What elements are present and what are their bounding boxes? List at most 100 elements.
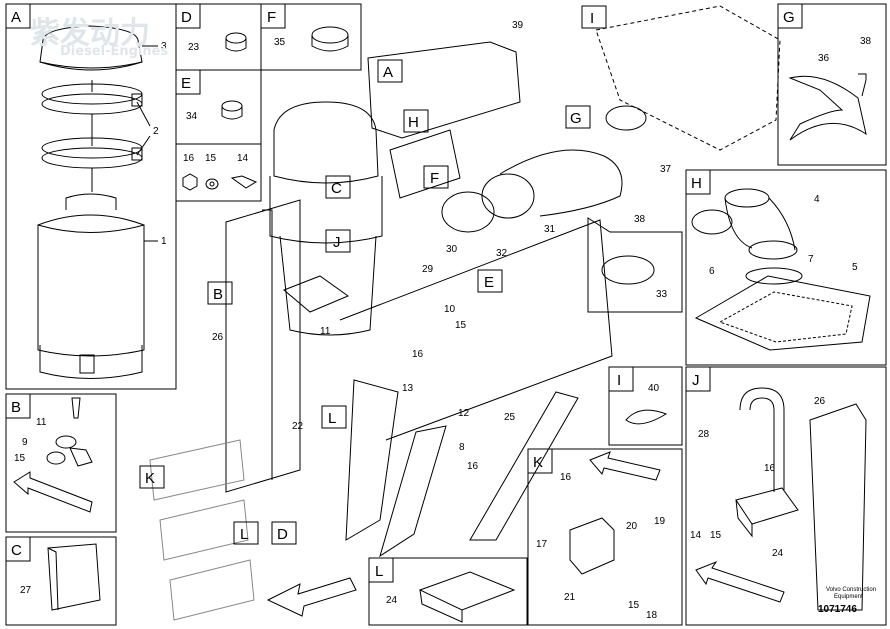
panel-j-label: J: [692, 372, 700, 389]
part-16-mid: 16: [467, 461, 479, 472]
part-20: 20: [626, 521, 638, 532]
panel-g-label: G: [783, 9, 795, 26]
callout-a: A: [383, 64, 393, 81]
arrow-main: [266, 577, 357, 617]
part-26-main: 26: [212, 332, 224, 343]
callout-k: K: [145, 470, 155, 487]
stamp-line1: Volvo Construction: [826, 587, 876, 593]
part-14-top: 14: [237, 153, 249, 164]
part-26-j: 26: [814, 396, 826, 407]
fastener-nut: [182, 173, 198, 191]
panel-h-tag: [685, 169, 711, 195]
part-3: 3: [161, 41, 167, 52]
callout-l2-box: [233, 521, 259, 545]
callout-f: F: [430, 170, 439, 187]
callout-c: C: [331, 180, 342, 197]
bolt-washer-set: [46, 397, 93, 467]
arrow-b: [13, 471, 93, 513]
air-pipe: [481, 105, 647, 219]
part-16-j: 16: [764, 463, 776, 474]
panel-i-tag: [608, 366, 634, 392]
part-5: 5: [852, 262, 858, 273]
panel-i-label: I: [617, 372, 621, 389]
callout-j-box: [325, 229, 351, 253]
callout-c-box: [325, 175, 351, 199]
clamp-32: [441, 191, 495, 233]
panel-d-label: D: [181, 9, 192, 26]
callout-d-box: [271, 521, 297, 545]
part-32: 32: [496, 248, 508, 259]
step-ladder: [149, 439, 255, 621]
support-frame: [367, 41, 521, 199]
bracket-k: [569, 517, 615, 575]
part-10: 10: [444, 304, 456, 315]
mesh-plate: [694, 275, 871, 351]
panel-h-frame: [685, 169, 887, 366]
part-2: 2: [153, 126, 159, 137]
part-28: 28: [698, 429, 710, 440]
panel-k-label: K: [533, 454, 543, 471]
part-16-top: 16: [183, 153, 195, 164]
stamp-line2: Equipment: [834, 594, 863, 600]
panel-a-tag: [5, 3, 31, 29]
panel-i-frame: [608, 366, 683, 446]
part-14-j: 14: [690, 530, 702, 541]
panel-a-label: A: [11, 9, 21, 26]
part-37: 37: [660, 164, 672, 175]
callout-l1: L: [328, 410, 336, 427]
part-33: 33: [656, 289, 668, 300]
panel-c-tag: [5, 536, 31, 562]
panel-k-tag: [527, 448, 553, 474]
clamp-33: [601, 255, 655, 285]
plate-26: [809, 403, 867, 611]
panel-d-tag: [175, 3, 201, 29]
callout-b: B: [213, 286, 223, 303]
part-40: 40: [648, 383, 660, 394]
callout-a-box: [377, 59, 403, 83]
fastener-washer: [205, 178, 219, 190]
part-17: 17: [536, 539, 548, 550]
part-34: 34: [186, 111, 198, 122]
callout-l2: L: [240, 526, 248, 543]
panel-f-frame: [260, 3, 362, 71]
part-39: 39: [512, 20, 524, 31]
document-stamp: Volvo Construction Equipment 1071746: [818, 587, 876, 615]
part-24-l: 24: [386, 595, 398, 606]
panel-j-frame: [685, 366, 887, 626]
panel-fasteners-frame: [175, 143, 262, 202]
step-j: [735, 487, 799, 538]
part-27: 27: [20, 585, 32, 596]
step-j-main: [283, 275, 350, 313]
callout-g: G: [570, 110, 582, 127]
leader-2b: [136, 135, 151, 156]
part-36: 36: [818, 53, 830, 64]
part-30: 30: [446, 244, 458, 255]
callout-e-box: [477, 269, 503, 293]
part-11-main: 11: [320, 326, 331, 337]
part-38-g: 38: [860, 36, 872, 47]
filter-element: [37, 193, 145, 379]
panel-c-label: C: [11, 542, 22, 559]
panel-j-tag: [685, 366, 711, 392]
arrow-k: [589, 451, 661, 481]
plug-d: [225, 32, 247, 52]
part-19: 19: [654, 516, 666, 527]
fastener-bolt: [230, 175, 258, 189]
part-31: 31: [544, 224, 556, 235]
panel-k-frame: [527, 448, 683, 626]
part-12: 12: [458, 408, 470, 419]
step-l: [418, 571, 516, 623]
elbow-hose: [724, 188, 798, 260]
callouts: A H G I C J F E B K L L D: [145, 10, 594, 543]
part-24-j: 24: [772, 548, 784, 559]
callout-h: H: [408, 114, 419, 131]
part-15-j: 15: [710, 530, 722, 541]
panel-clamp-frame: [587, 217, 683, 313]
document-number: 1071746: [818, 604, 857, 615]
part-15-top: 15: [205, 153, 217, 164]
panel-f-label: F: [267, 9, 276, 26]
part-18: 18: [646, 610, 658, 621]
part-4: 4: [814, 194, 820, 205]
part-23: 23: [188, 42, 200, 53]
